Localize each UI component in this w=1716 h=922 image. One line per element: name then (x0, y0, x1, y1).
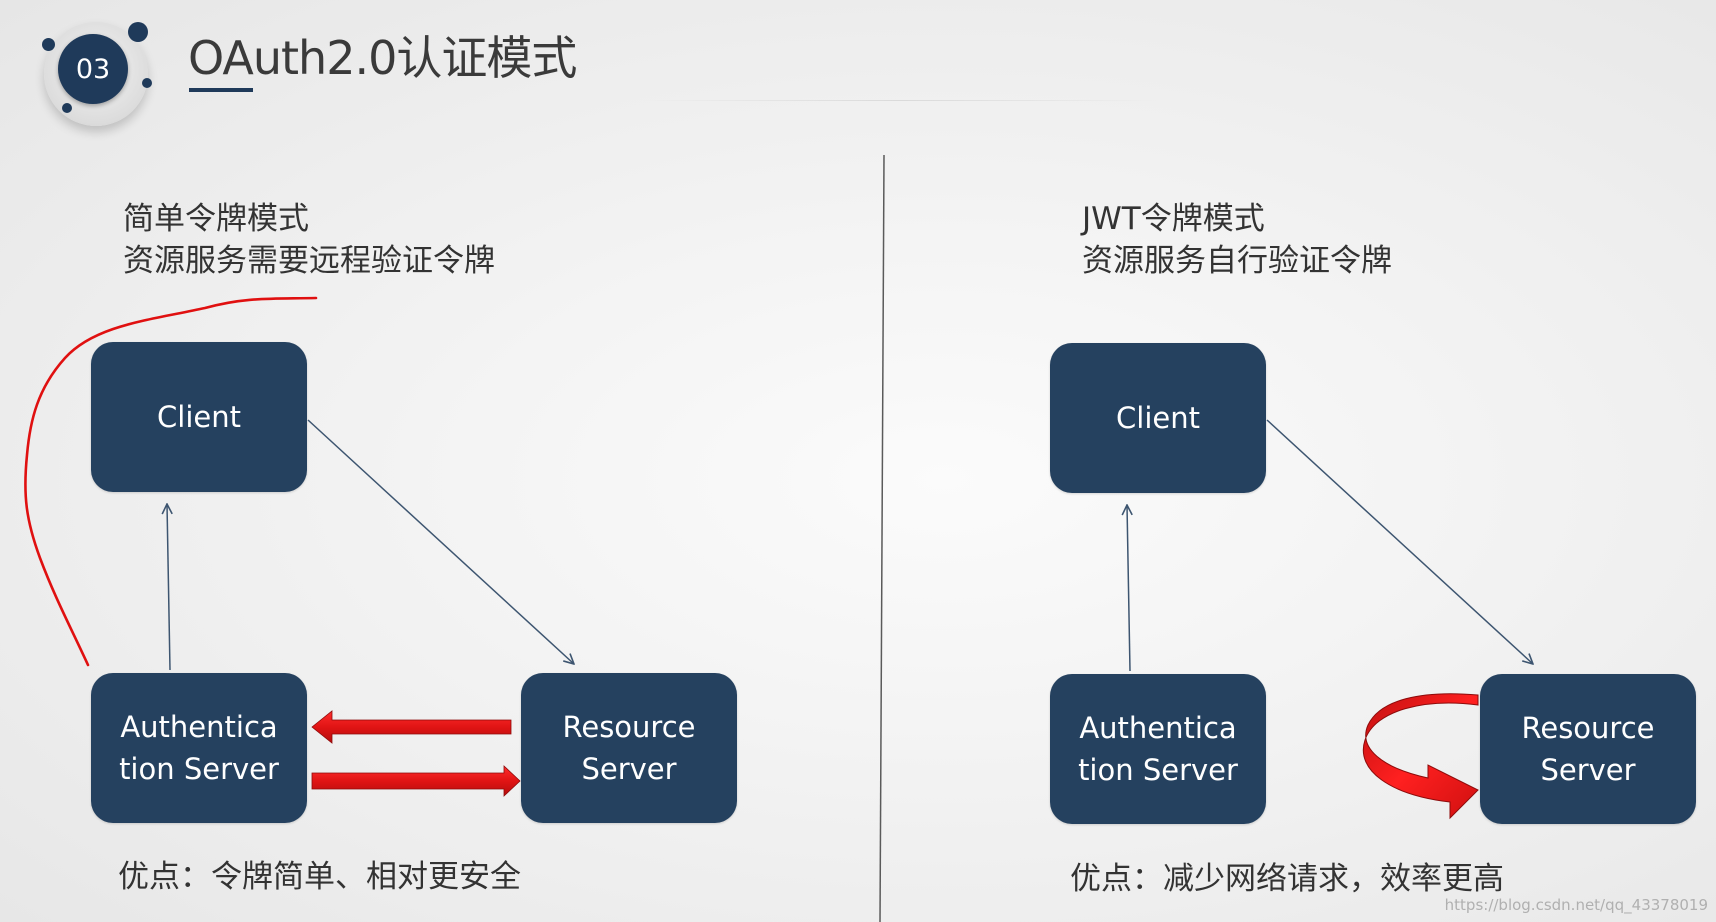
right-client-label: Client (1116, 401, 1200, 435)
right-auth-label-line1: Authentica (1079, 711, 1237, 745)
left-auth-server-node: Authentica tion Server (91, 673, 307, 823)
left-auth-label-line2: tion Server (119, 752, 279, 786)
right-client-node: Client (1050, 343, 1266, 493)
left-heading: 简单令牌模式 资源服务需要远程验证令牌 (123, 198, 495, 282)
badge-dot (42, 38, 55, 51)
right-heading-line1: JWT令牌模式 (1082, 201, 1265, 237)
left-resource-label-line1: Resource (562, 710, 696, 744)
arrow-auth-to-client-left (167, 504, 170, 671)
section-badge: 03 (42, 22, 159, 127)
slide-title: OAuth2.0认证模式 (188, 31, 577, 85)
arrow-client-to-resource-right (1266, 419, 1533, 664)
right-heading-line2: 资源服务自行验证令牌 (1082, 243, 1392, 279)
left-resource-label-line2: Server (581, 752, 677, 786)
right-auth-server-node: Authentica tion Server (1050, 674, 1266, 824)
left-heading-line1: 简单令牌模式 (123, 201, 309, 237)
left-auth-label-line1: Authentica (120, 710, 278, 744)
arrow-client-to-resource-left (307, 419, 574, 664)
arrow-auth-to-client-right (1127, 505, 1130, 672)
badge-dot (142, 78, 152, 88)
left-resource-server-node: Resource Server (521, 673, 737, 823)
red-arrow-to-resource (311, 765, 521, 797)
title-rule (640, 100, 1160, 101)
badge-number: 03 (58, 34, 128, 104)
right-resource-label-line1: Resource (1521, 711, 1655, 745)
red-arrow-to-auth (311, 710, 512, 744)
right-heading: JWT令牌模式 资源服务自行验证令牌 (1082, 198, 1392, 282)
right-advantage: 优点：减少网络请求，效率更高 (1070, 861, 1504, 897)
center-divider (879, 154, 885, 922)
title-underline (189, 88, 253, 92)
left-client-node: Client (91, 342, 307, 492)
left-advantage: 优点：令牌简单、相对更安全 (118, 859, 521, 895)
right-auth-label-line2: tion Server (1078, 753, 1238, 787)
badge-dot (62, 103, 72, 113)
red-self-validate-arrow (1362, 693, 1479, 820)
right-resource-server-node: Resource Server (1480, 674, 1696, 824)
badge-dot (128, 22, 148, 42)
watermark: https://blog.csdn.net/qq_43378019 (1444, 896, 1708, 914)
left-client-label: Client (157, 400, 241, 434)
hand-drawn-annotation (24, 296, 318, 667)
right-resource-label-line2: Server (1540, 753, 1636, 787)
left-heading-line2: 资源服务需要远程验证令牌 (123, 243, 495, 279)
